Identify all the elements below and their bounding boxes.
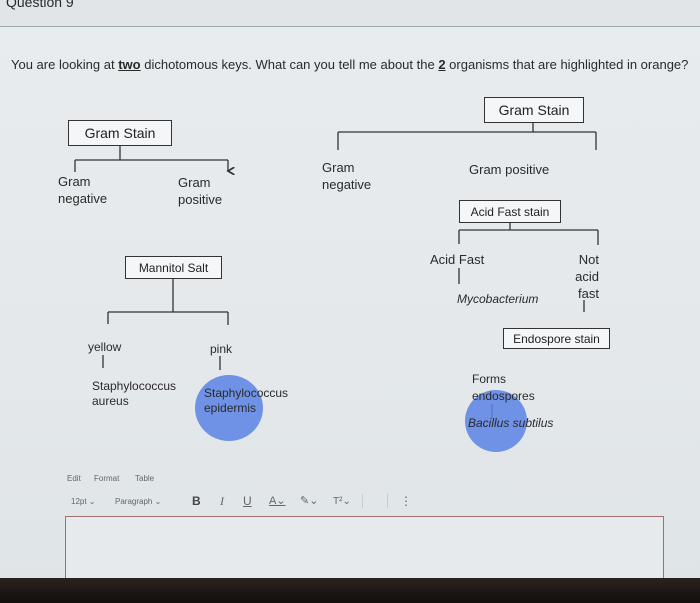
menu-edit[interactable]: Edit bbox=[67, 474, 81, 483]
left-gram-positive: Gram positive bbox=[178, 175, 223, 207]
result-pink: pink bbox=[210, 342, 233, 356]
endospore-stain-box: Endospore stain bbox=[503, 328, 610, 349]
prompt-text: dichotomous keys. What can you tell me a… bbox=[140, 57, 439, 72]
screen-bezel bbox=[0, 578, 700, 603]
menu-table[interactable]: Table bbox=[135, 474, 155, 483]
right-gram-negative: Gram negative bbox=[322, 160, 372, 192]
prompt-emphasis: two bbox=[118, 57, 141, 72]
underline-icon[interactable]: U bbox=[243, 494, 252, 508]
result-yellow: yellow bbox=[88, 340, 122, 354]
prompt-emphasis: 2 bbox=[438, 57, 446, 72]
organism-staph-aureus: Staphylococcus aureus bbox=[92, 379, 177, 408]
right-gram-stain-box: Gram Stain bbox=[484, 97, 584, 123]
question-prompt: You are looking at two dichotomous keys.… bbox=[11, 56, 688, 73]
menu-format[interactable]: Format bbox=[94, 474, 120, 483]
organism-mycobacterium: Mycobacterium bbox=[457, 292, 539, 306]
left-gram-stain-box: Gram Stain bbox=[68, 120, 172, 146]
not-acid-fast-label: Not acid fast bbox=[575, 252, 599, 301]
prompt-text: organisms that are highlighted in orange… bbox=[445, 57, 689, 72]
forms-endospores-label: Forms endospores bbox=[472, 372, 535, 403]
toolbar-divider bbox=[362, 494, 388, 508]
organism-staph-epidermis: Staphylococcus epidermis bbox=[204, 386, 289, 415]
mannitol-salt-box: Mannitol Salt bbox=[125, 256, 222, 279]
more-icon[interactable]: ⋮ bbox=[400, 494, 412, 508]
block-format-value: Paragraph bbox=[115, 497, 153, 506]
acid-fast-label: Acid Fast bbox=[430, 252, 485, 267]
prompt-text: You are looking at bbox=[11, 57, 119, 72]
question-title: Question 9 bbox=[6, 0, 74, 10]
superscript-icon[interactable]: T²⌄ bbox=[333, 496, 351, 507]
bold-icon[interactable]: B bbox=[192, 494, 201, 508]
left-gram-negative: Gram negative bbox=[58, 174, 108, 206]
highlight-bacillus-subtilus bbox=[465, 390, 527, 452]
right-gram-positive: Gram positive bbox=[469, 162, 550, 177]
answer-textarea[interactable] bbox=[65, 516, 664, 588]
highlight-icon[interactable]: ✎⌄ bbox=[300, 495, 319, 507]
organism-bacillus-subtilus: Bacillus subtilus bbox=[468, 416, 554, 430]
font-size-select[interactable]: 12pt ⌄ bbox=[71, 497, 96, 506]
question-header bbox=[0, 0, 700, 27]
text-color-icon[interactable]: A⌄ bbox=[269, 495, 286, 507]
font-size-value: 12pt bbox=[71, 497, 87, 506]
italic-icon[interactable]: I bbox=[220, 494, 224, 508]
block-format-select[interactable]: Paragraph ⌄ bbox=[115, 497, 162, 506]
highlight-staph-epidermis bbox=[195, 375, 263, 441]
acid-fast-stain-box: Acid Fast stain bbox=[459, 200, 561, 223]
